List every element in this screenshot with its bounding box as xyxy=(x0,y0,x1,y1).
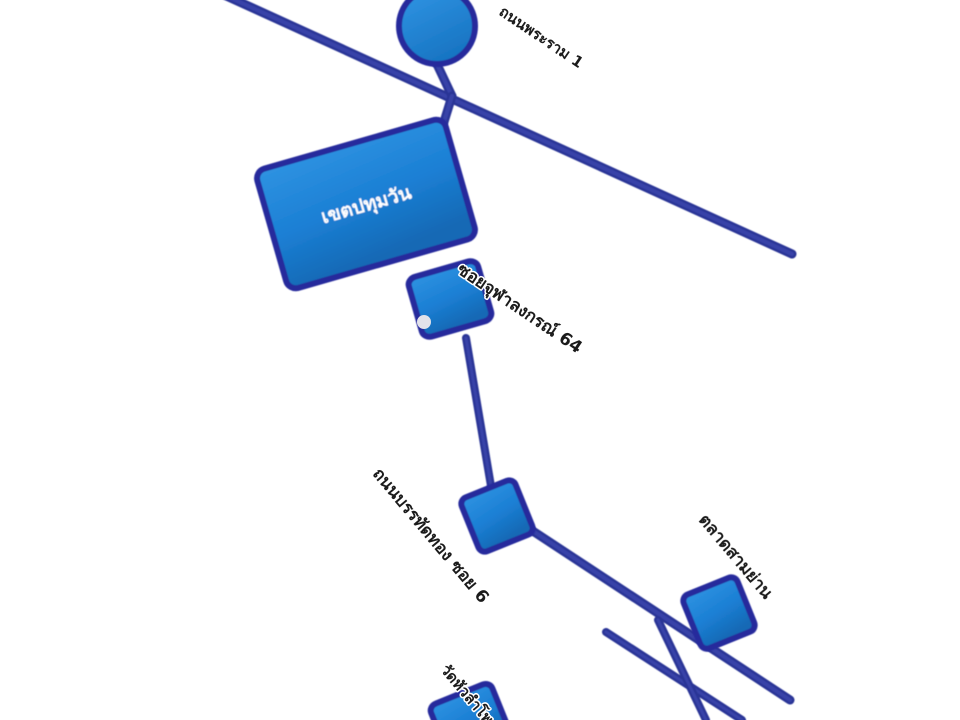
node-circle-top[interactable] xyxy=(396,0,478,67)
node-diamond-right[interactable] xyxy=(680,574,758,652)
node-diamond-mid[interactable] xyxy=(458,477,536,555)
link-link-top-road xyxy=(224,0,797,259)
markers-layer xyxy=(417,315,431,329)
label-top-right: ถนนพระราม 1 xyxy=(496,2,587,72)
nodes-layer: เขตปทุมวัน xyxy=(254,0,758,720)
node-box-bottom[interactable] xyxy=(427,681,513,720)
link-link-branch-left xyxy=(602,628,746,720)
link-link-mid-to-right xyxy=(505,511,795,705)
marker-junction-icon xyxy=(417,315,431,329)
link-link-branch-down xyxy=(654,616,710,720)
link-link-box-to-mid xyxy=(462,334,496,496)
node-main-box[interactable]: เขตปทุมวัน xyxy=(254,116,478,292)
links-layer xyxy=(224,0,797,720)
